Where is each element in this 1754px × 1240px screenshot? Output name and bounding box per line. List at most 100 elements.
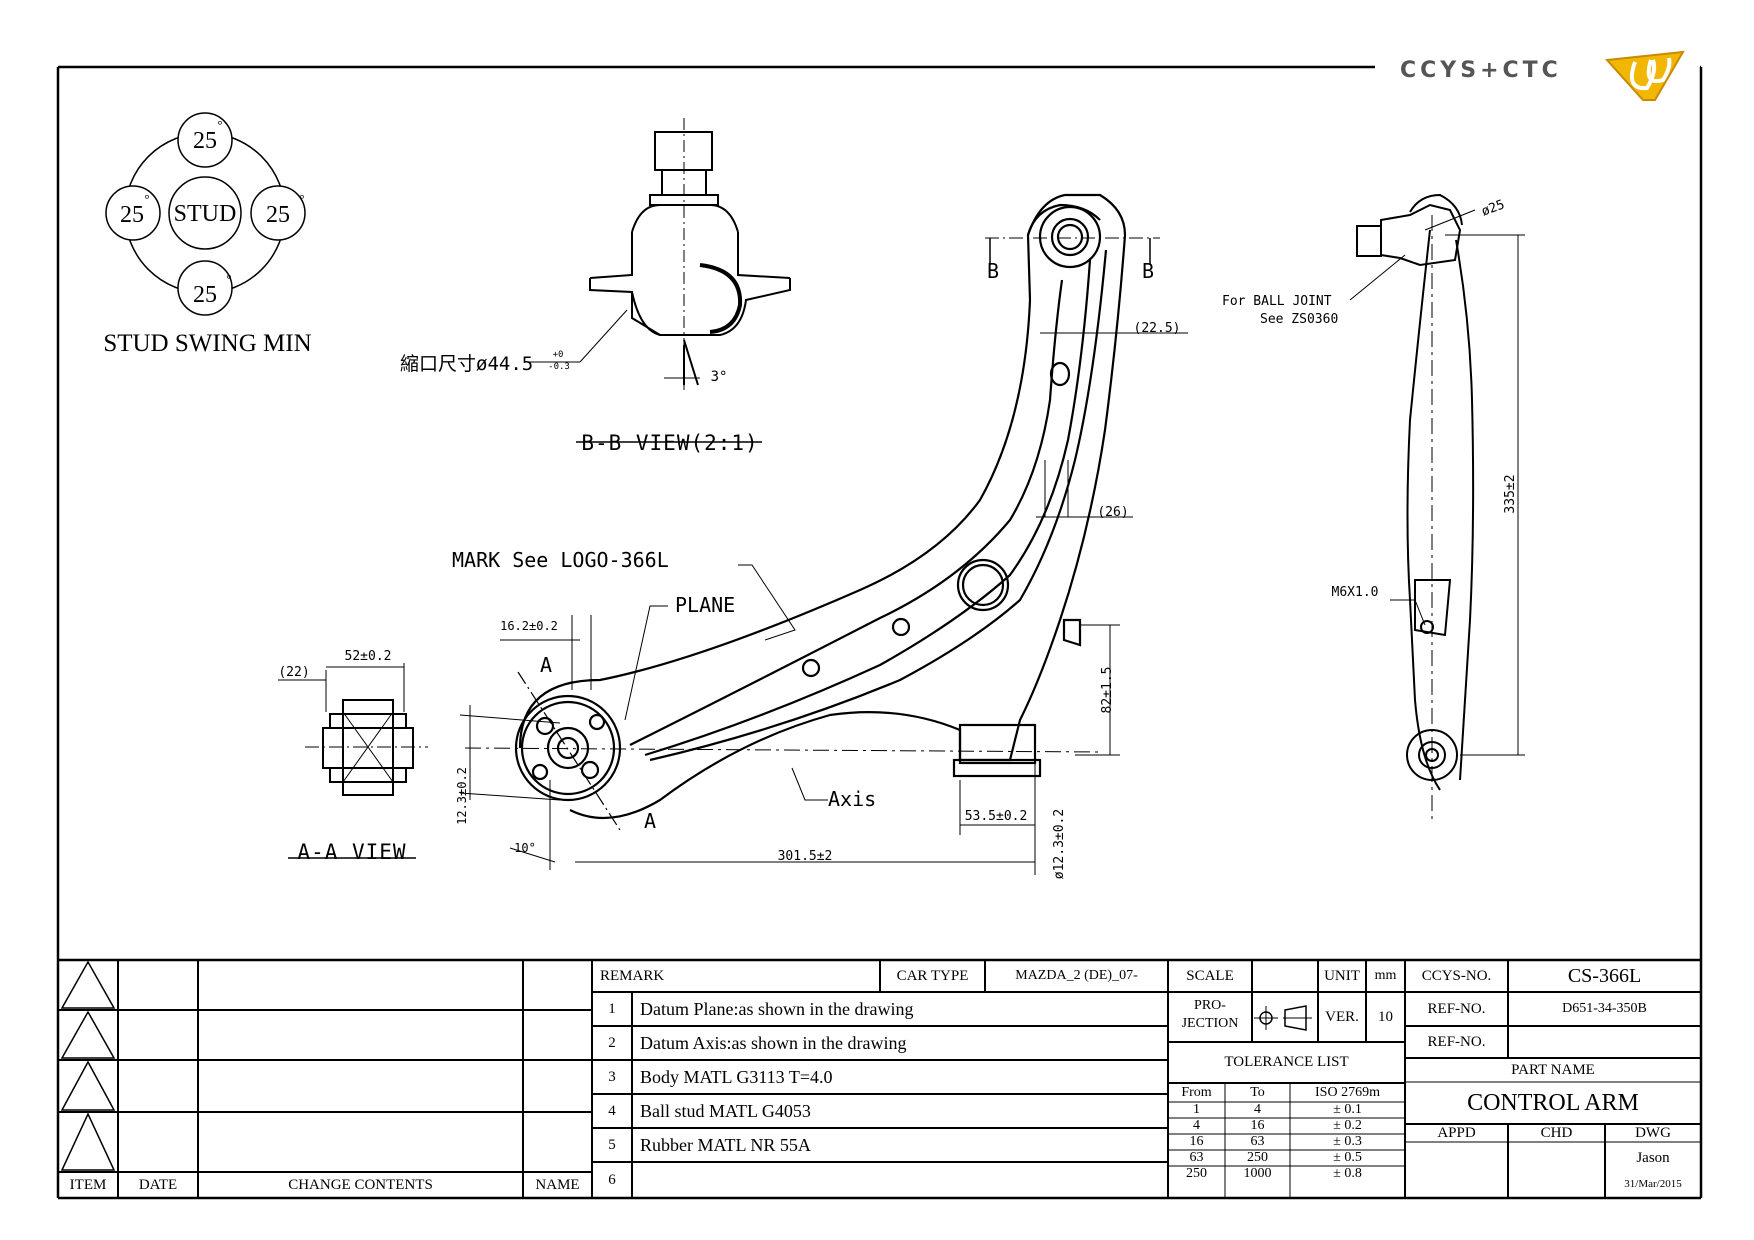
ref-no-label-2: REF-NO.	[1427, 1033, 1486, 1050]
remark-text: Ball stud MATL G4053	[640, 1101, 811, 1121]
ref-no-value-2	[1508, 1026, 1701, 1058]
dim-82: 82±1.5	[1099, 666, 1115, 714]
tolerance-cell: ± 0.3	[1333, 1134, 1362, 1149]
tolerance-cell: 4	[1193, 1118, 1200, 1133]
company-logo: CCYS+CTC	[1400, 50, 1690, 105]
bb-view-ball-joint	[525, 118, 791, 443]
part-name-value: CONTROL ARM	[1467, 1090, 1639, 1116]
section-b-left: B	[986, 259, 1000, 283]
remark-number: 2	[608, 1034, 616, 1051]
tolerance-cell: ± 0.5	[1333, 1150, 1362, 1165]
part-name-label: PART NAME	[1511, 1061, 1595, 1078]
version-value: 10	[1378, 1008, 1393, 1025]
section-a-top: A	[539, 653, 553, 677]
ccys-no-label: CCYS-NO.	[1421, 967, 1492, 984]
bb-view-note: 縮口尺寸ø44.5	[400, 352, 534, 375]
stud-label: STUD	[173, 201, 237, 227]
dim-10-deg: 10°	[514, 841, 536, 855]
tolerance-cell: 1000	[1243, 1166, 1272, 1181]
tolerance-cell: 250	[1247, 1150, 1268, 1165]
appd-label: APPD	[1437, 1124, 1476, 1141]
remark-header: REMARK	[600, 967, 665, 984]
aa-dim-ref: (22)	[278, 664, 310, 680]
tolerance-cell: ± 0.8	[1333, 1166, 1362, 1181]
tolerance-cell: 16	[1250, 1118, 1265, 1133]
stud-swing-angle-bottom: 25	[193, 282, 217, 308]
bb-tol-upper: +0	[552, 349, 564, 360]
projection-symbol-icon	[1254, 1005, 1312, 1031]
tolerance-cell: 63	[1250, 1134, 1265, 1149]
degree-mark: °	[217, 116, 223, 132]
ball-note-1: For BALL JOINT	[1222, 293, 1332, 309]
stud-swing-diagram	[105, 112, 306, 316]
section-a-bottom: A	[643, 809, 657, 833]
tolerance-cell: 4	[1254, 1102, 1261, 1117]
dim-12-3: 12.3±0.2	[455, 767, 469, 825]
chd-label: CHD	[1540, 1124, 1573, 1141]
remark-text: Datum Plane:as shown in the drawing	[640, 999, 914, 1019]
aa-view-title: A-A VIEW	[297, 839, 407, 864]
drawing-date: 31/Mar/2015	[1624, 1177, 1682, 1190]
tolerance-header-from: From	[1181, 1084, 1212, 1100]
ref-no-value: D651-34-350B	[1562, 1001, 1647, 1016]
ref-no-label: REF-NO.	[1427, 1000, 1486, 1017]
remark-text: Datum Axis:as shown in the drawing	[640, 1033, 907, 1053]
dim-16-2: 16.2±0.2	[500, 619, 558, 633]
tolerance-cell: ± 0.1	[1333, 1102, 1362, 1117]
aa-dim-width: 52±0.2	[344, 648, 392, 664]
remark-text: Body MATL G3113 T=4.0	[640, 1067, 833, 1087]
tolerance-title: TOLERANCE LIST	[1224, 1054, 1349, 1070]
rev-header-date: DATE	[138, 1176, 178, 1193]
section-b-right: B	[1141, 259, 1155, 283]
ccys-no-value: CS-366L	[1567, 965, 1642, 987]
control-arm-side-view	[1349, 193, 1525, 820]
unit-label: UNIT	[1324, 967, 1360, 984]
m6-thread: M6X1.0	[1331, 584, 1379, 600]
rev-header-change: CHANGE CONTENTS	[288, 1176, 433, 1193]
tolerance-cell: 1	[1193, 1102, 1200, 1117]
bb-view-title: B-B VIEW(2:1)	[581, 430, 759, 455]
degree-mark: °	[299, 190, 305, 206]
projection-label-1: PRO-	[1194, 998, 1226, 1013]
tolerance-header-to: To	[1250, 1084, 1265, 1100]
stud-swing-title: STUD SWING MIN	[103, 329, 312, 357]
dim-22-5: (22.5)	[1133, 320, 1181, 336]
remark-number: 4	[608, 1102, 616, 1119]
tolerance-header-iso: ISO 2769m	[1315, 1084, 1380, 1100]
remark-text: Rubber MATL NR 55A	[640, 1135, 811, 1155]
version-label: VER.	[1325, 1008, 1359, 1025]
dim-dia-12-3: ø12.3±0.2	[1051, 808, 1067, 880]
unit-value: mm	[1374, 968, 1397, 983]
aa-view-bushing	[278, 663, 428, 859]
bb-angle: 3°	[710, 369, 728, 385]
revision-triangles	[60, 960, 116, 1171]
stud-swing-angle-left: 25	[120, 202, 144, 228]
dim-53-5: 53.5±0.2	[964, 808, 1028, 824]
tolerance-cell: 63	[1189, 1150, 1204, 1165]
scale-value	[1252, 960, 1318, 992]
control-arm-main-view	[459, 193, 1188, 875]
remark-text	[632, 1162, 1168, 1198]
dim-26: (26)	[1097, 504, 1129, 520]
ccys-ctc-logo-icon	[1605, 50, 1685, 101]
tolerance-cell: 250	[1186, 1166, 1207, 1181]
drawer-name: Jason	[1636, 1149, 1670, 1166]
degree-mark: °	[226, 270, 232, 286]
car-type-value: MAZDA_2 (DE)_07-	[1015, 968, 1138, 983]
tolerance-cell: ± 0.2	[1333, 1118, 1362, 1133]
degree-mark: °	[144, 190, 150, 206]
remark-number: 6	[608, 1171, 616, 1188]
dim-301-5: 301.5±2	[777, 848, 833, 864]
projection-label-2: JECTION	[1181, 1016, 1239, 1031]
tolerance-cell: 16	[1189, 1134, 1204, 1149]
remark-number: 1	[608, 1000, 616, 1017]
car-type-label: CAR TYPE	[896, 967, 969, 984]
logo-text: CCYS+CTC	[1400, 58, 1562, 83]
remark-number: 3	[608, 1068, 616, 1085]
plane-label: PLANE	[675, 593, 736, 617]
title-block-grid	[58, 960, 1701, 1198]
axis-label: Axis	[828, 787, 877, 811]
mark-note: MARK See LOGO-366L	[452, 548, 669, 572]
stud-swing-angle-right: 25	[266, 202, 290, 228]
